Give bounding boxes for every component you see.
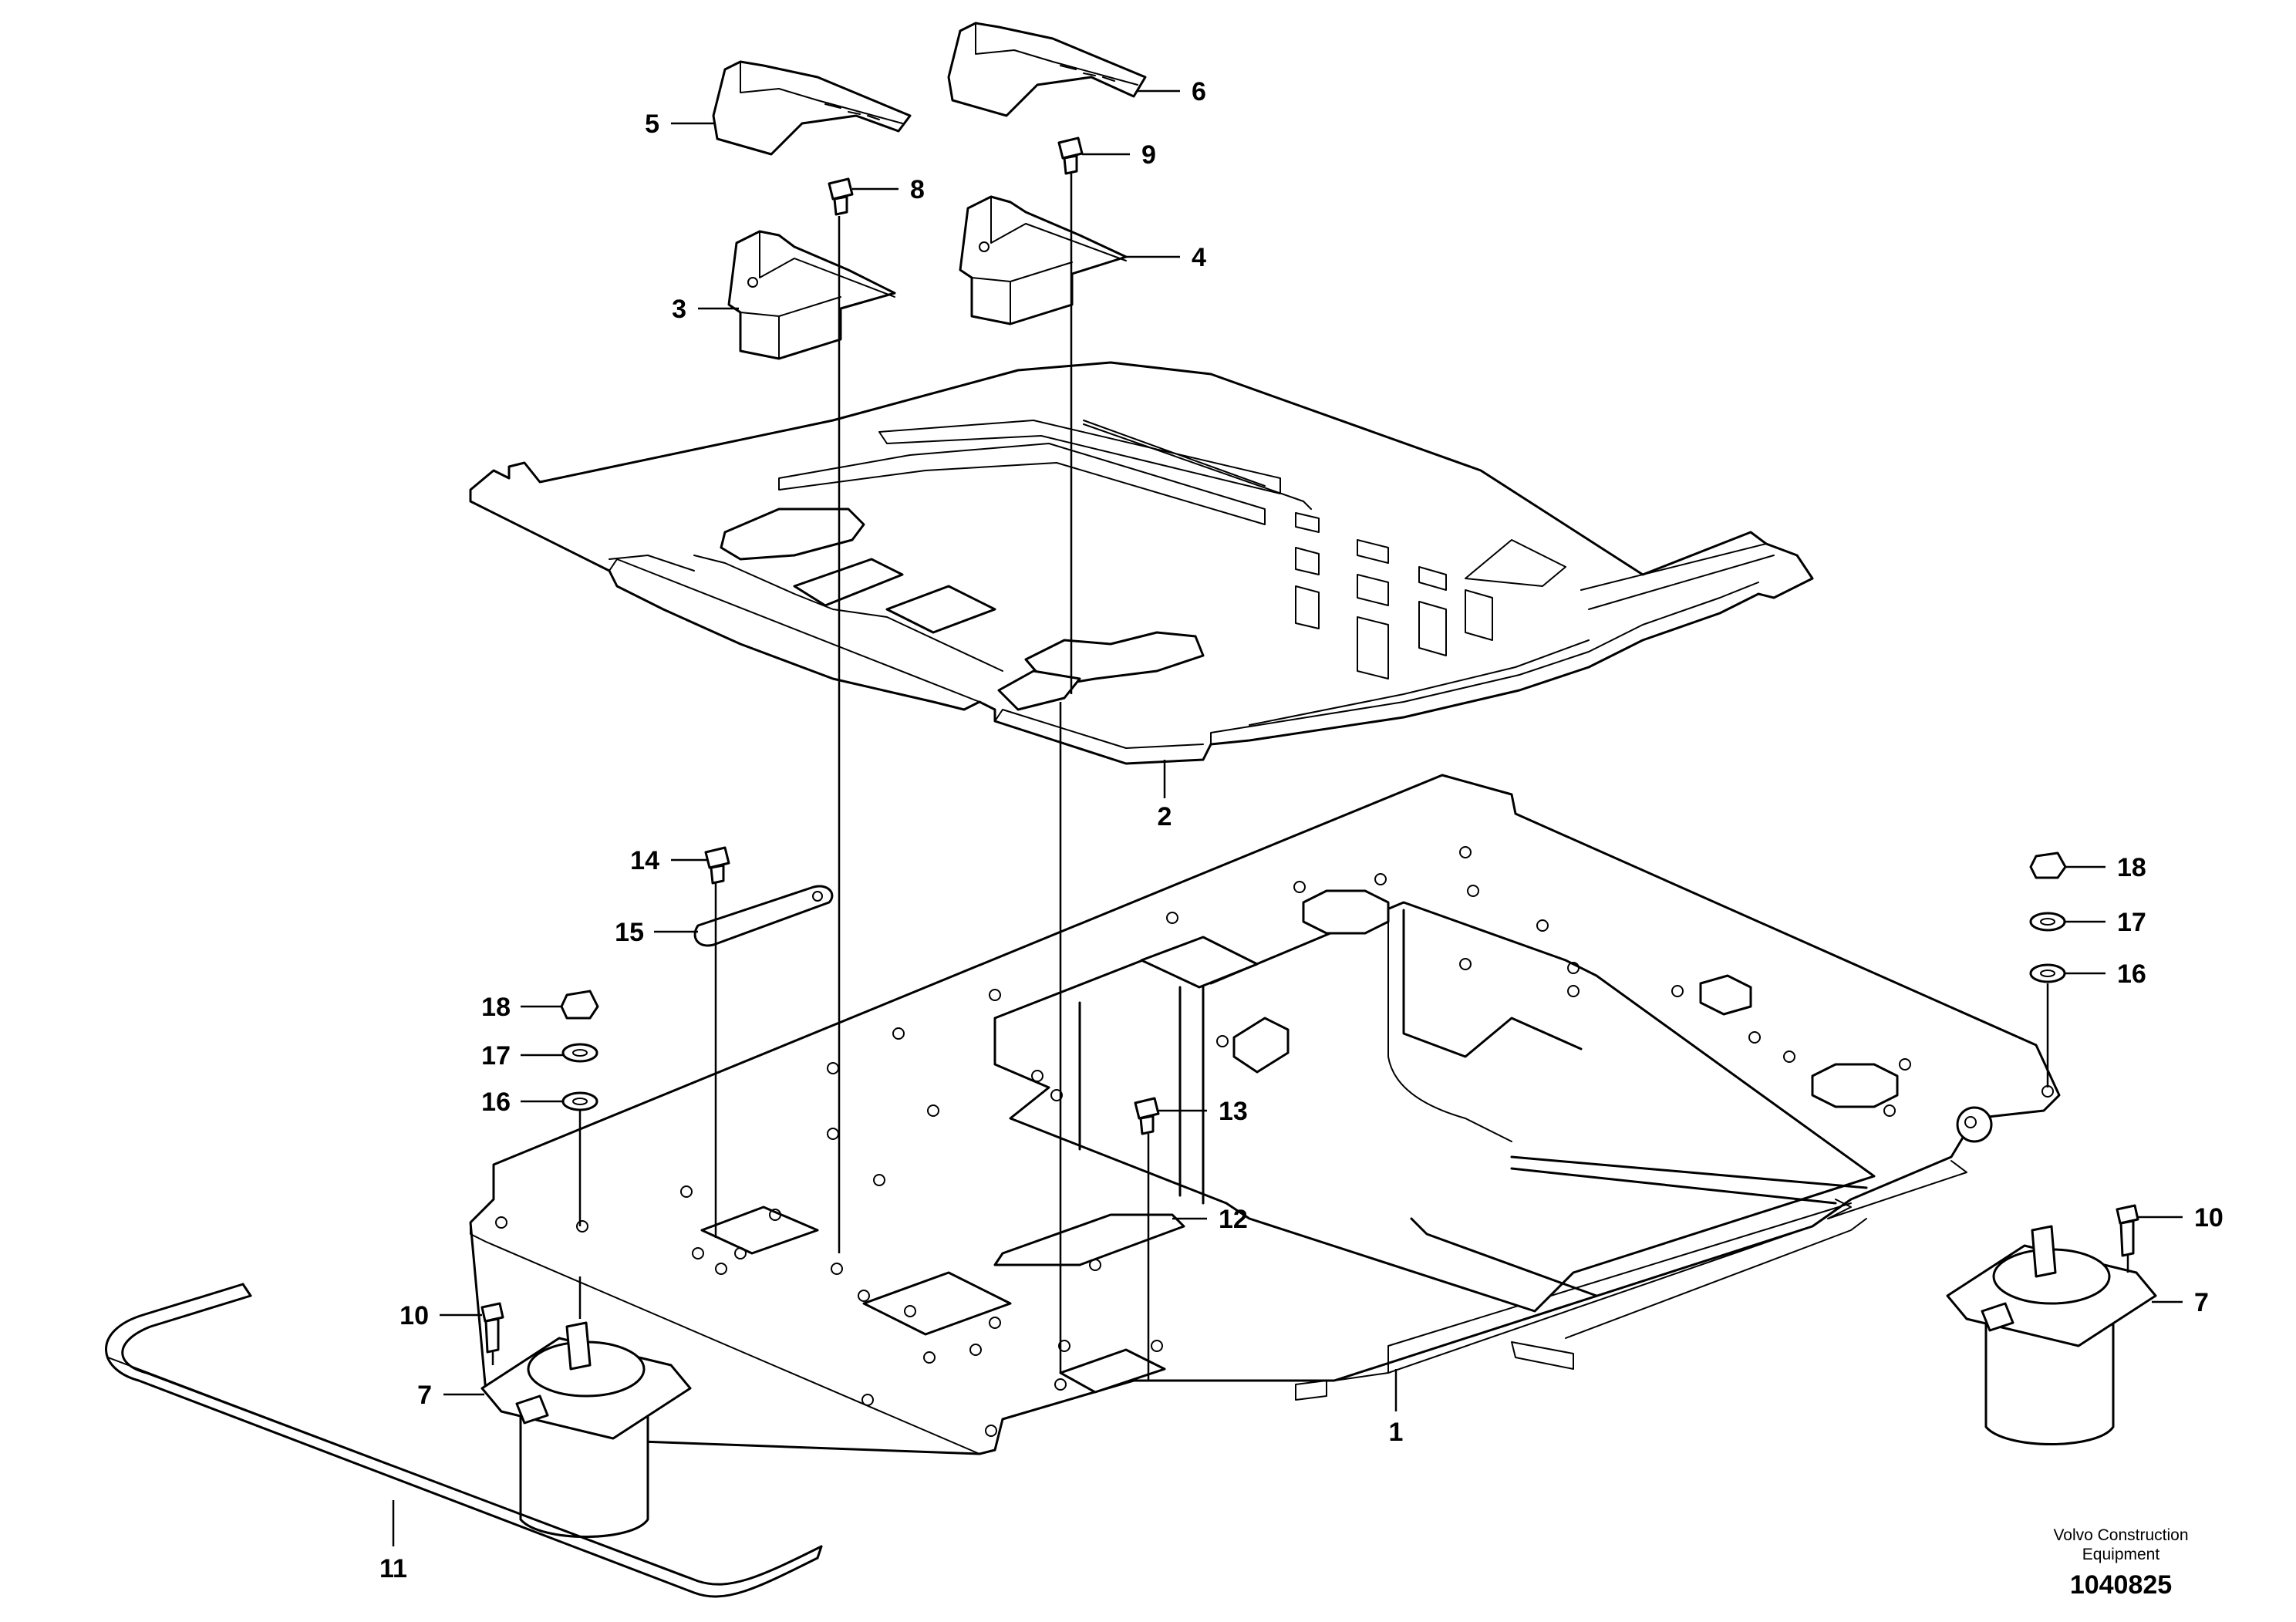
bolt-14 bbox=[704, 846, 730, 885]
bolt-13 bbox=[1134, 1097, 1160, 1135]
callout-18-right: 18 bbox=[2117, 853, 2146, 882]
callout-1: 1 bbox=[1389, 1418, 1404, 1447]
callout-4: 4 bbox=[1192, 243, 1206, 272]
cab-mount-right bbox=[1946, 1225, 2157, 1445]
cover-6 bbox=[947, 22, 1147, 117]
cover-4 bbox=[959, 195, 1128, 325]
washer-17-right bbox=[2029, 912, 2066, 932]
floor-mat bbox=[469, 361, 1814, 765]
callout-13: 13 bbox=[1219, 1097, 1248, 1126]
callout-17-right: 17 bbox=[2117, 908, 2146, 937]
bolt-10-right bbox=[2116, 1204, 2139, 1257]
cab-mount-left bbox=[480, 1321, 692, 1538]
document-number: 1040825 bbox=[2069, 1570, 2173, 1600]
callout-17-left: 17 bbox=[481, 1041, 511, 1071]
cover-3 bbox=[727, 230, 896, 360]
callout-12: 12 bbox=[1219, 1205, 1248, 1234]
callout-10-right: 10 bbox=[2194, 1203, 2224, 1233]
callout-15: 15 bbox=[615, 918, 644, 947]
callout-7-left: 7 bbox=[417, 1381, 432, 1410]
callout-labels: 1 2 3 4 5 6 7 7 8 9 10 10 11 12 13 14 15… bbox=[379, 77, 2224, 1583]
manufacturer-line-1: Volvo Construction bbox=[2053, 1526, 2189, 1544]
assembly-lines bbox=[491, 174, 2129, 1381]
washer-16-right bbox=[2029, 963, 2066, 983]
bolt-10-left bbox=[480, 1302, 504, 1354]
callout-7-right: 7 bbox=[2194, 1288, 2209, 1317]
callout-18-left: 18 bbox=[481, 993, 511, 1022]
callout-6: 6 bbox=[1192, 77, 1206, 106]
washer-16-left bbox=[561, 1091, 598, 1111]
callout-2: 2 bbox=[1158, 802, 1172, 831]
callout-11: 11 bbox=[379, 1554, 407, 1583]
nut-18-left bbox=[560, 990, 599, 1020]
callout-10-left: 10 bbox=[400, 1301, 429, 1330]
callout-14: 14 bbox=[630, 846, 659, 875]
callout-16-right: 16 bbox=[2117, 959, 2146, 989]
washer-17-left bbox=[561, 1043, 598, 1063]
plate-12 bbox=[993, 1213, 1185, 1266]
cover-5 bbox=[712, 60, 912, 156]
callout-9: 9 bbox=[1141, 140, 1156, 170]
nut-18-right bbox=[2029, 851, 2067, 879]
bolt-8 bbox=[828, 177, 854, 216]
callout-5: 5 bbox=[645, 110, 659, 139]
callout-3: 3 bbox=[672, 295, 686, 324]
plate-15 bbox=[693, 885, 834, 947]
seal-strip bbox=[105, 1283, 823, 1598]
callout-8: 8 bbox=[910, 175, 925, 204]
bolt-9 bbox=[1057, 137, 1084, 175]
manufacturer-label: Volvo Construction Equipment bbox=[2005, 1526, 2237, 1564]
callout-16-left: 16 bbox=[481, 1088, 511, 1117]
manufacturer-line-2: Equipment bbox=[2082, 1546, 2160, 1563]
base-plate bbox=[469, 774, 2061, 1455]
leader-lines bbox=[392, 89, 2183, 1546]
